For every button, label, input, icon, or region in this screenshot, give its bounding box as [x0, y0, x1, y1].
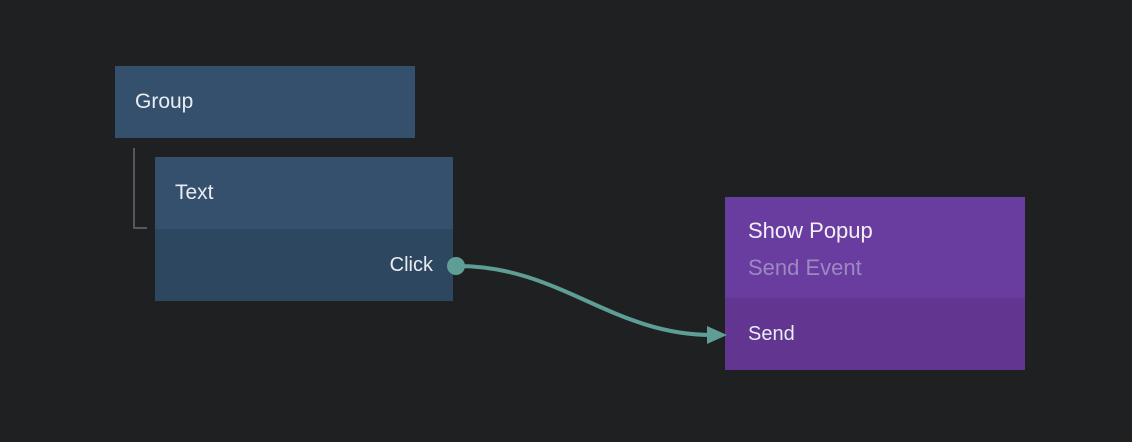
send-input-port-label: Send: [748, 322, 795, 345]
tree-connector-vertical: [133, 148, 135, 229]
send-input-row[interactable]: Send: [725, 298, 1025, 370]
tree-connector-horizontal: [133, 227, 147, 229]
text-node-title: Text: [175, 181, 214, 204]
click-output-port-dot[interactable]: [447, 257, 465, 275]
text-node-output-row[interactable]: Click: [155, 229, 453, 301]
show-popup-node-header[interactable]: Show Popup Send Event: [725, 197, 1025, 298]
connection-curve[interactable]: [456, 264, 714, 337]
text-node-header[interactable]: Text: [155, 157, 453, 229]
group-node-title: Group: [135, 90, 194, 113]
text-node[interactable]: Text Click: [155, 157, 453, 301]
group-node[interactable]: Group: [115, 66, 415, 138]
show-popup-node-subtitle: Send Event: [748, 255, 862, 280]
click-output-port-label: Click: [389, 253, 433, 276]
show-popup-node-title: Show Popup: [748, 218, 873, 243]
show-popup-node[interactable]: Show Popup Send Event Send: [725, 197, 1025, 370]
